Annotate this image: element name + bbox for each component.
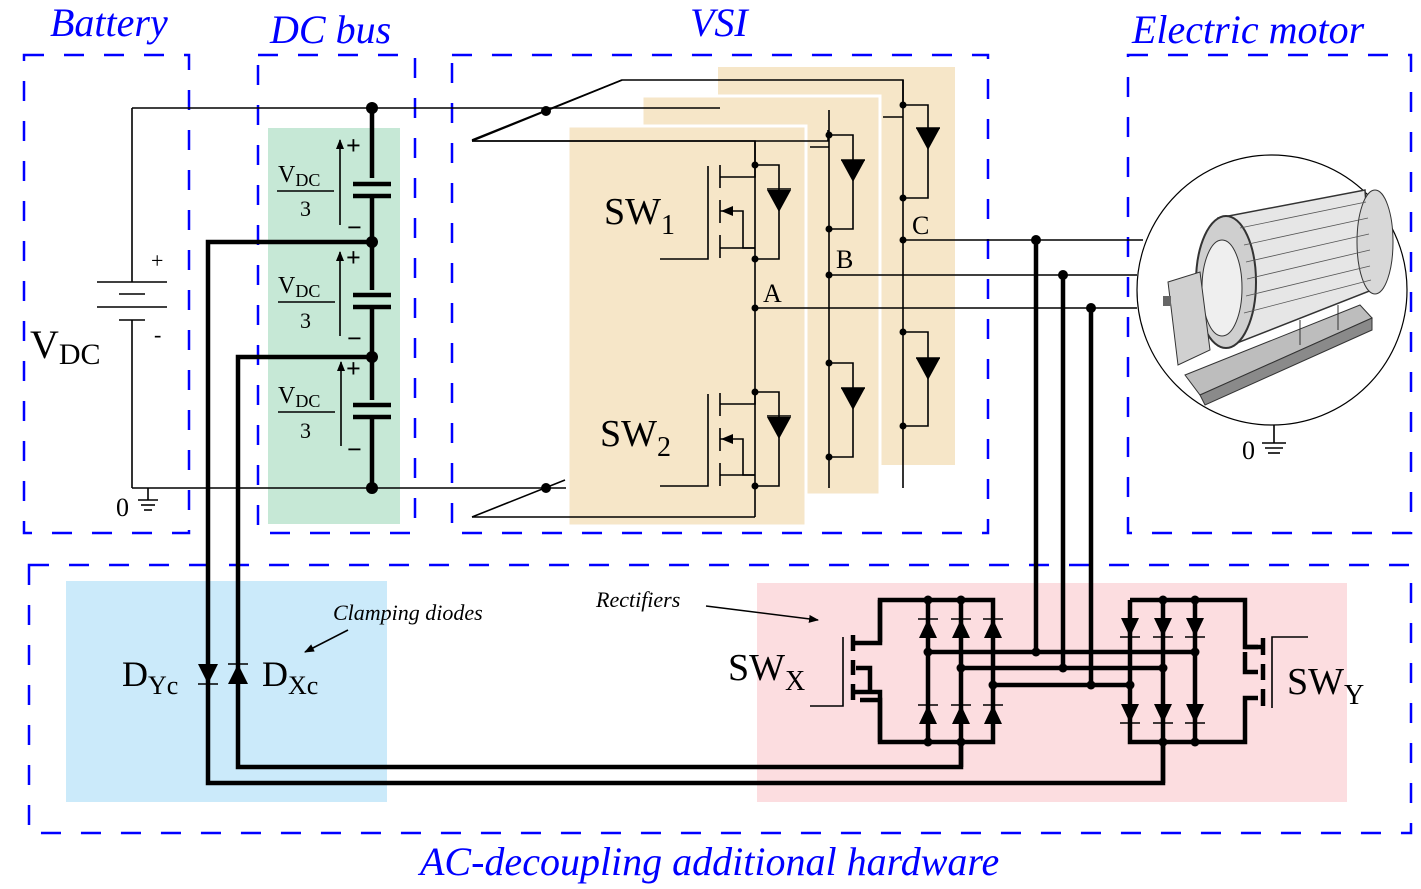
battery-ground-label: 0	[116, 493, 129, 522]
dyc-label: DYc	[122, 654, 178, 700]
clamping-annotation-arrow	[304, 629, 349, 653]
phase-a-label: A	[763, 279, 782, 308]
phase-b-label: B	[836, 245, 853, 274]
swy-label: SWY	[1287, 661, 1364, 711]
cap-3-voltage-den: 3	[300, 418, 311, 443]
cap-1-minus: −	[347, 213, 362, 242]
dxc-label: DXc	[262, 654, 318, 700]
rectifiers-annotation-arrow	[705, 605, 819, 623]
battery-minus-sign: -	[154, 322, 161, 347]
battery-ground: 0	[116, 488, 158, 522]
negative-rail-junction	[541, 483, 551, 493]
motor-block-border	[1126, 53, 1413, 535]
dc-bus-top-node	[366, 102, 378, 114]
battery-title: Battery	[50, 0, 168, 45]
dc-bus-capacitor-2: + − VDC 3	[278, 243, 392, 353]
motor-title: Electric motor	[1131, 7, 1365, 52]
cap-3-plus: +	[346, 354, 361, 383]
vsi-phase-a-leg: SW1 SW2 A	[600, 141, 791, 517]
electric-motor-icon	[1136, 154, 1408, 426]
vsi-phase-a-panel	[566, 124, 808, 528]
clamping-diode-dxc: DXc	[228, 654, 318, 700]
cap-2-plus: +	[346, 243, 361, 272]
sw2-label: SW2	[600, 413, 671, 463]
vsi-block-border	[450, 53, 990, 535]
ac-decoupling-block-border	[27, 563, 1413, 835]
ac-decoupling-title: AC-decoupling additional hardware	[417, 839, 999, 884]
clamping-diode-dyc: DYc	[122, 654, 218, 700]
vsi-phase-c-leg: C	[883, 80, 940, 488]
cap-3-minus: −	[347, 435, 362, 464]
sw2-mosfet: SW2	[600, 388, 791, 490]
clamping-diodes-annotation: Clamping diodes	[333, 600, 483, 625]
cap-2-minus: −	[347, 324, 362, 353]
sw1-label: SW1	[604, 191, 675, 241]
swx-mosfet: SWX	[728, 600, 883, 742]
cap-3-voltage-num: VDC	[278, 383, 320, 411]
motor-ground: 0	[1242, 425, 1286, 465]
dc-bus-capacitor-3: + − VDC 3	[278, 354, 392, 464]
dc-bus-capacitor-1: + − VDC 3	[277, 131, 392, 242]
vsi-title: VSI	[690, 0, 749, 45]
battery-plus-sign: +	[151, 248, 163, 273]
battery-source: + - VDC	[30, 108, 167, 488]
cap-1-voltage-den: 3	[300, 196, 311, 221]
dc-bus-bottom-node	[366, 482, 378, 494]
phase-c-label: C	[912, 211, 929, 240]
dc-bus-title: DC bus	[269, 7, 391, 52]
battery-block-border	[22, 53, 191, 535]
cap-2-voltage-den: 3	[300, 308, 311, 333]
negative-fanout	[471, 479, 566, 518]
sw1-mosfet: SW1	[604, 161, 791, 263]
cap-1-plus: +	[346, 131, 361, 160]
cap-2-voltage-num: VDC	[278, 273, 320, 301]
motor-ground-label: 0	[1242, 436, 1255, 465]
swy-mosfet: SWY	[1242, 636, 1364, 711]
swx-label: SWX	[728, 647, 805, 697]
positive-rail-junction	[541, 106, 551, 116]
battery-voltage-label: VDC	[30, 322, 101, 371]
rectifiers-annotation: Rectifiers	[595, 587, 680, 612]
vsi-phase-b-leg: B	[810, 110, 865, 488]
cap-1-voltage-num: VDC	[278, 162, 320, 190]
